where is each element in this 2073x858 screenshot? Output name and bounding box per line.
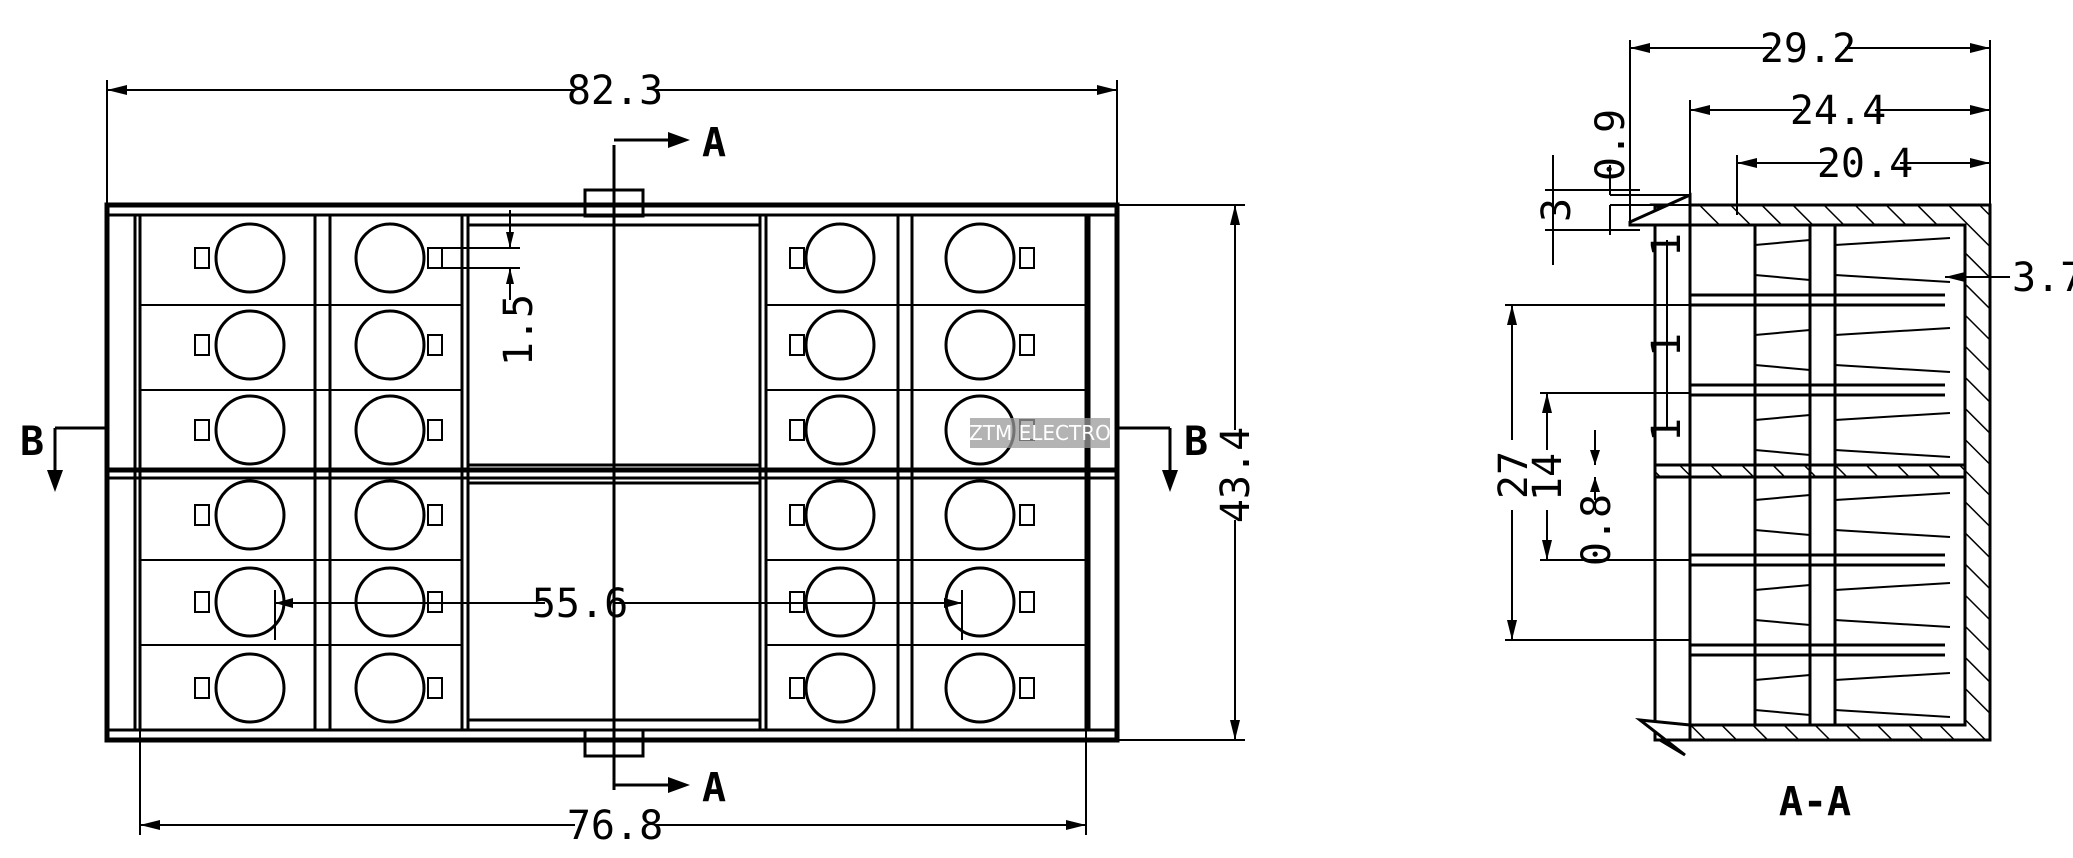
internal-ribs xyxy=(1688,225,1945,725)
watermark: ZTM ELECTRO xyxy=(969,418,1111,448)
dim-wall-08: 0.8 xyxy=(1574,430,1620,566)
top-thickness-label: 0.9 xyxy=(1588,109,1634,181)
height-14-label: 14 xyxy=(1525,453,1571,501)
dim-base-width: 76.8 xyxy=(139,730,1087,849)
dim-pitch-span: 55.6 xyxy=(274,581,963,640)
base-width-label: 76.8 xyxy=(567,803,663,849)
section-a-top-label: A xyxy=(702,120,726,166)
dim-height-27: 27 xyxy=(1491,304,1690,641)
watermark-text: ZTM ELECTRO xyxy=(969,421,1111,445)
dim-overall-height: 43.4 xyxy=(1117,204,1259,741)
section-b-right-label: B xyxy=(1184,419,1208,465)
section-title: A-A xyxy=(1779,779,1851,825)
section-view: 29.2 24.4 20.4 0.9 xyxy=(1491,26,2073,825)
dim-depth-total: 29.2 xyxy=(1629,26,1991,222)
section-marker-b-right: B xyxy=(1117,419,1208,492)
section-a-bottom-label: A xyxy=(702,765,726,811)
section-marker-b-left: B xyxy=(20,419,107,492)
rib-gap-1-label: 1 xyxy=(1644,233,1690,257)
section-marker-a-top: A xyxy=(614,120,726,166)
dim-depth-mid: 24.4 xyxy=(1689,88,1990,195)
dim-rib-offset: 3.7 xyxy=(1945,255,2073,301)
depth-inner-label: 20.4 xyxy=(1817,141,1913,187)
dim-separator-gap: 1.5 xyxy=(440,210,542,366)
front-view: 82.3 76.8 43.4 xyxy=(20,68,1259,849)
top-height-label: 3 xyxy=(1534,198,1580,222)
overall-width-label: 82.3 xyxy=(567,68,663,114)
rib-gap-3-label: 1 xyxy=(1644,418,1690,442)
dim-top-thickness: 0.9 xyxy=(1588,109,1690,235)
height-27-label: 27 xyxy=(1491,451,1537,499)
contact-cavities xyxy=(214,222,1016,724)
dim-overall-width: 82.3 xyxy=(106,68,1118,205)
overall-height-label: 43.4 xyxy=(1213,427,1259,523)
separator-gap-label: 1.5 xyxy=(496,294,542,366)
depth-total-label: 29.2 xyxy=(1760,26,1856,72)
dim-depth-inner: 20.4 xyxy=(1736,141,1990,215)
section-marker-a-bottom: A xyxy=(614,765,726,811)
dim-top-height: 3 xyxy=(1534,155,1640,265)
wall-08-label: 0.8 xyxy=(1574,494,1620,566)
pitch-span-label: 55.6 xyxy=(532,581,628,627)
section-b-left-label: B xyxy=(20,419,44,465)
dim-rib-gaps: 1 1 1 xyxy=(1644,233,1690,442)
rib-offset-label: 3.7 xyxy=(2012,255,2073,301)
dim-height-14: 14 xyxy=(1525,392,1690,561)
rib-gap-2-label: 1 xyxy=(1644,333,1690,357)
depth-mid-label: 24.4 xyxy=(1790,88,1886,134)
